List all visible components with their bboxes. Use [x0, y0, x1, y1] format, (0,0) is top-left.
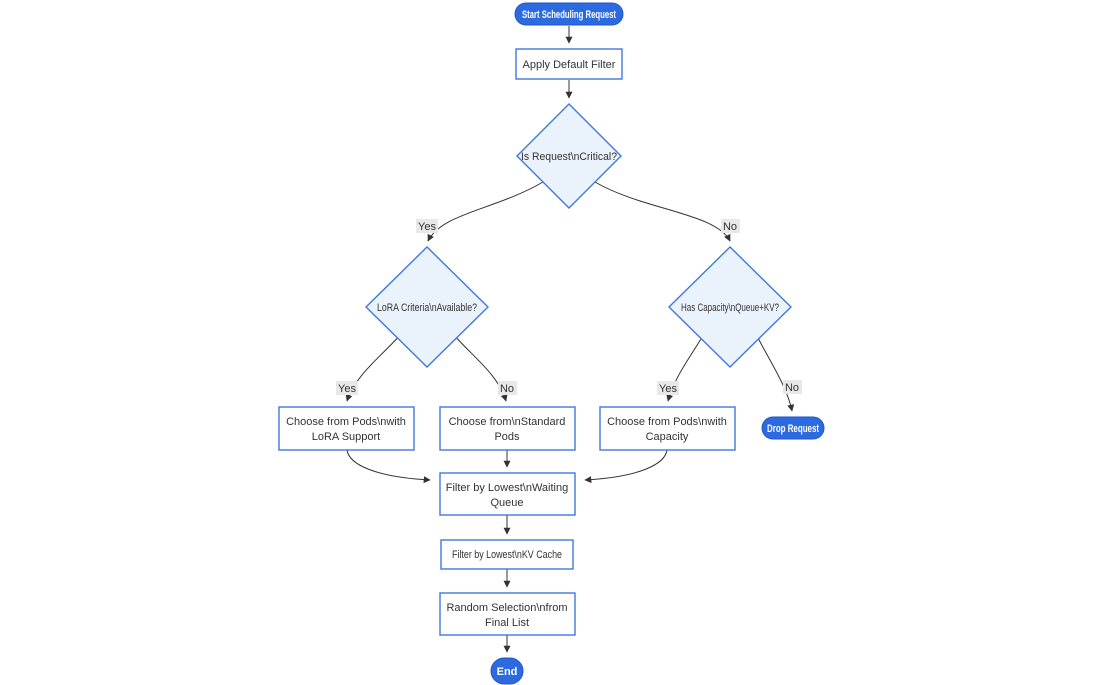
- node-filter-kv-cache-label: Filter by Lowest\nKV Cache: [452, 549, 562, 561]
- node-choose-standard-pods-shape: [439, 406, 576, 451]
- node-start-shape: [514, 2, 624, 26]
- node-filter-waiting-queue-label-line2: Queue: [490, 497, 523, 509]
- edge-group: [345, 26, 795, 653]
- node-is-request-critical-label: Is Request\nCritical?: [521, 151, 617, 163]
- node-start-label: Start Scheduling Request: [522, 9, 616, 21]
- node-has-capacity-queue-kv-shape: [668, 246, 792, 368]
- node-start: Start Scheduling Request: [514, 2, 624, 26]
- node-choose-capacity-pods-label-line2: Capacity: [646, 431, 689, 443]
- edge-label-text: No: [785, 382, 799, 394]
- node-choose-capacity-pods: Choose from Pods\nwith Capacity: [599, 406, 736, 451]
- edge-label-text: Yes: [659, 383, 677, 395]
- node-choose-lora-pods-label-line1: Choose from Pods\nwith: [286, 416, 406, 428]
- edge-label-bg: [336, 381, 358, 395]
- node-choose-standard-pods: Choose from\nStandard Pods: [439, 406, 576, 451]
- node-random-selection-shape: [439, 592, 576, 636]
- edge-label-capacity-no: No: [783, 380, 802, 394]
- node-choose-standard-pods-label-line2: Pods: [494, 431, 520, 443]
- edge-label-bg: [783, 380, 802, 394]
- node-random-selection: Random Selection\nfrom Final List: [439, 592, 576, 636]
- node-drop-request-label: Drop Request: [767, 423, 819, 435]
- edge-label-critical-no: No: [721, 219, 740, 233]
- edge-label-text: Yes: [338, 383, 356, 395]
- edge-is-critical-yes: [427, 181, 544, 242]
- edge-label-critical-yes: Yes: [416, 219, 438, 233]
- edge-label-bg: [657, 381, 679, 395]
- node-filter-kv-cache-shape: [440, 539, 574, 570]
- node-apply-default-filter-label: Apply Default Filter: [523, 59, 616, 71]
- edge-capacity-no: [755, 333, 795, 412]
- node-filter-kv-cache: Filter by Lowest\nKV Cache: [440, 539, 574, 570]
- edge-label-bg: [498, 381, 517, 395]
- node-apply-default-filter: Apply Default Filter: [515, 48, 623, 80]
- node-filter-waiting-queue: Filter by Lowest\nWaiting Queue: [439, 472, 576, 516]
- node-end: End: [490, 657, 524, 685]
- edge-choose-lora-to-filter-queue: [346, 449, 431, 484]
- node-is-request-critical: Is Request\nCritical?: [516, 103, 622, 209]
- edge-label-bg: [416, 219, 438, 233]
- edge-label-text: Yes: [418, 221, 436, 233]
- node-end-shape: [490, 657, 524, 685]
- node-end-label: End: [497, 666, 518, 678]
- node-filter-waiting-queue-shape: [439, 472, 576, 516]
- node-choose-lora-pods: Choose from Pods\nwith LoRA Support: [278, 406, 415, 451]
- node-lora-criteria-available-label: LoRA Criteria\nAvailable?: [377, 302, 477, 314]
- node-choose-lora-pods-shape: [278, 406, 415, 451]
- edge-label-text: No: [723, 221, 737, 233]
- edge-label-lora-yes: Yes: [336, 381, 358, 395]
- node-is-request-critical-shape: [516, 103, 622, 209]
- edge-is-critical-no: [594, 181, 731, 242]
- node-drop-request-shape: [761, 416, 825, 440]
- edge-label-bg: [721, 219, 740, 233]
- edge-label-text: No: [500, 383, 514, 395]
- node-choose-lora-pods-label-line2: LoRA Support: [312, 431, 381, 443]
- node-random-selection-label-line2: Final List: [485, 617, 529, 629]
- edge-label-capacity-yes: Yes: [657, 381, 679, 395]
- edge-choose-capacity-to-filter-queue: [584, 449, 668, 484]
- node-filter-waiting-queue-label-line1: Filter by Lowest\nWaiting: [446, 482, 568, 494]
- node-has-capacity-queue-kv-label: Has Capacity\nQueue+KV?: [681, 302, 779, 314]
- node-choose-standard-pods-label-line1: Choose from\nStandard: [449, 416, 566, 428]
- node-random-selection-label-line1: Random Selection\nfrom: [446, 602, 567, 614]
- node-lora-criteria-available-shape: [365, 246, 489, 368]
- node-choose-capacity-pods-shape: [599, 406, 736, 451]
- edge-label-lora-no: No: [498, 381, 517, 395]
- node-has-capacity-queue-kv: Has Capacity\nQueue+KV?: [668, 246, 792, 368]
- node-drop-request: Drop Request: [761, 416, 825, 440]
- node-choose-capacity-pods-label-line1: Choose from Pods\nwith: [607, 416, 727, 428]
- node-apply-default-filter-shape: [515, 48, 623, 80]
- node-lora-criteria-available: LoRA Criteria\nAvailable?: [365, 246, 489, 368]
